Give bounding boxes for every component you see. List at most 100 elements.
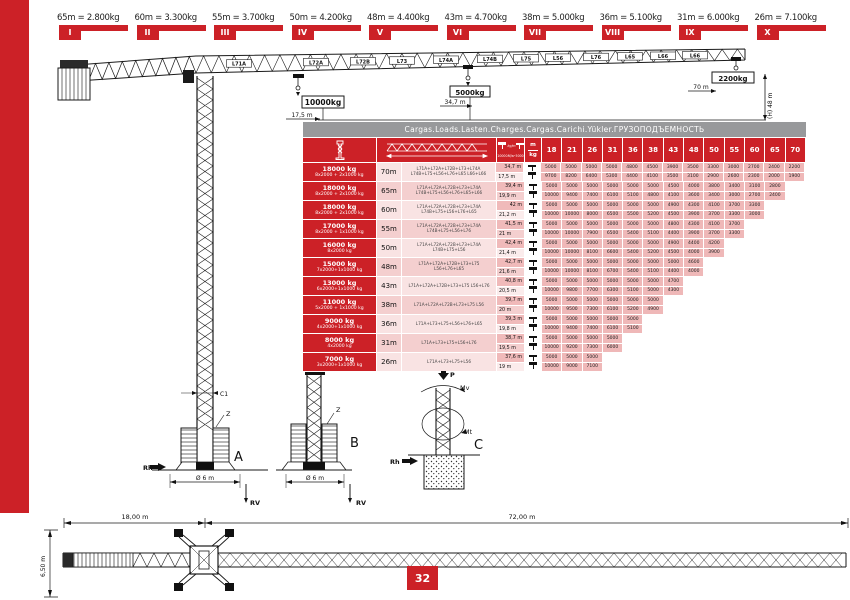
load-value-cell: 5000 xyxy=(602,277,623,286)
drawing-labels: 10000kg 17,5 m 5000kg 34,7 m 2200kg 70 m… xyxy=(40,75,774,577)
load-value-cell: 6600 xyxy=(602,248,623,257)
load-value-cell: 9400 xyxy=(562,191,582,200)
plan-view xyxy=(44,518,849,598)
load-value-cell: 2800 xyxy=(765,182,785,191)
load-value-cell: 10000 xyxy=(562,248,582,257)
single-trolley-icon xyxy=(529,221,537,229)
load-value-cell: 5000 xyxy=(562,277,582,286)
range-bar xyxy=(701,25,748,31)
reeving-icons-cell xyxy=(525,334,541,352)
load-value-cell: 2400 xyxy=(764,163,784,172)
base-a-width-label: Ø 6 m xyxy=(196,475,214,482)
jib-segment-label: L72B xyxy=(356,59,370,65)
range-label: 65m = 2.800kg xyxy=(57,13,120,23)
load-value-cell: 5000 xyxy=(542,182,562,191)
sr-radius-value: 42,4 m xyxy=(497,239,524,248)
load-value-cell: 5000 xyxy=(602,258,623,267)
segment-combo-cell: L71A+L73+L75+L56+L76 xyxy=(402,334,496,352)
load-value-cell: 3300 xyxy=(724,229,744,238)
jib-segment-label: L74A xyxy=(439,58,453,64)
load-value-cell: 5000 xyxy=(582,334,602,343)
range-label: 26m = 7.100kg xyxy=(754,13,818,23)
capacity-value: 9000 kg xyxy=(324,317,355,325)
jib-length-cell: 55m xyxy=(377,220,401,238)
jib-length-cell: 31m xyxy=(377,334,401,352)
single-trolley-icon xyxy=(529,335,537,343)
load-value-cell: 5000 xyxy=(602,201,623,210)
load-value-cell: 5000 xyxy=(602,163,622,172)
load-value-cell: 5400 xyxy=(623,248,643,257)
segment-combo-cell: L71A+L72A+L72B+L73+L74A L74B+L75+L56+L76… xyxy=(402,182,496,200)
load-value-cell: 5000 xyxy=(582,201,602,210)
load-value-cell: 3000 xyxy=(744,210,765,219)
tip-radius-label: 70 m xyxy=(693,84,709,91)
load-value-cell: 3700 xyxy=(704,210,724,219)
double-trolley-icon xyxy=(529,191,537,199)
radius-header-cell: 31 xyxy=(602,138,623,162)
load-value-cell: 4700 xyxy=(663,277,684,286)
load-value-cell: 10000 xyxy=(542,210,562,219)
load-value-cell: 10000 xyxy=(542,229,562,238)
load-value-cell: 5000 xyxy=(561,163,581,172)
load-value-cell: 5000 xyxy=(562,201,582,210)
load-value-cell: 4400 xyxy=(663,229,684,238)
range-numeral: X xyxy=(756,25,779,40)
segment-combo-cell: L71A+L72A+L72B+L73+L75 L56+L76 xyxy=(402,277,496,295)
load-value-cell: 5000 xyxy=(562,334,582,343)
load-value-cell: 5000 xyxy=(602,315,623,324)
load-value-cell: 9000 xyxy=(562,362,582,371)
radius-header-cell: 36 xyxy=(623,138,643,162)
jib-length-cell: 48m xyxy=(377,258,401,276)
load-value-cell: 6100 xyxy=(602,324,623,333)
reeving-icons-cell xyxy=(525,315,541,333)
double-trolley-icon xyxy=(529,324,537,332)
range-shape: V xyxy=(367,25,445,41)
dr-radius-value: 21,4 m xyxy=(497,248,524,257)
load-value-cell: 10000 xyxy=(542,286,562,295)
load-value-cell: 4500 xyxy=(663,210,684,219)
load-value-cell: 5000 xyxy=(643,286,663,295)
load-value-cell: 5000 xyxy=(582,315,602,324)
load-value-cell: 5000 xyxy=(542,258,562,267)
jib-segment-label-box xyxy=(617,52,643,61)
sr-max-label: 5000 xyxy=(515,154,524,158)
load-value-cell: 8100 xyxy=(582,248,602,257)
load-value-cell: 3300 xyxy=(744,201,765,210)
base-c-mv-label: Mv xyxy=(460,384,470,392)
reeving-icons-cell xyxy=(525,239,541,257)
base-a-z-label: Z xyxy=(226,410,231,418)
load-value-cell: 5000 xyxy=(623,296,643,305)
jib-length-cell: 36m xyxy=(377,315,401,333)
double-trolley-icon xyxy=(529,305,537,313)
ballast-config-value: 4x2000 kg xyxy=(327,344,352,349)
jib-segment-label-box xyxy=(433,55,459,64)
max-load-label: 10000kg xyxy=(305,98,341,107)
jib-length-cell: 65m xyxy=(377,182,401,200)
load-chart-title: Cargas.Loads.Lasten.Charges.Cargas.Caric… xyxy=(303,122,806,137)
m-unit-label: m xyxy=(530,141,536,148)
single-trolley-icon xyxy=(529,354,537,362)
jib-length-cell: 70m xyxy=(376,163,401,181)
load-value-cell: 4200 xyxy=(704,239,724,248)
